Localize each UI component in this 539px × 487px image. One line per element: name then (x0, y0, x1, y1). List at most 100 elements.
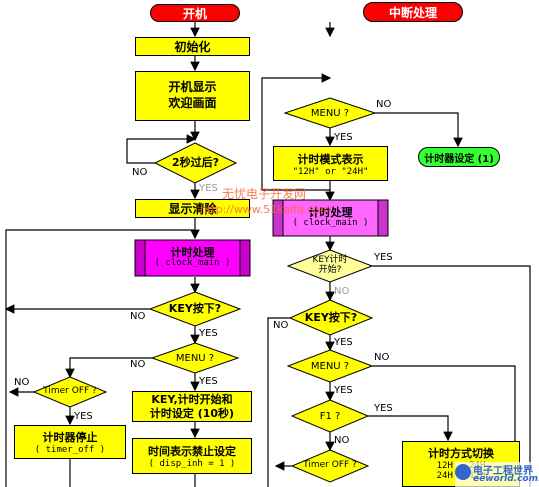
welcome-line2: 欢迎画面 (168, 96, 217, 110)
key-left-label: KEY按下? (168, 301, 222, 315)
flow-line (126, 134, 197, 164)
flow-line (375, 112, 463, 148)
key-start-line2: 计时设定 (10秒) (149, 406, 235, 420)
start-right-label: 中断处理 (388, 5, 437, 20)
f1-label: F1 ? (319, 410, 341, 422)
decision-key-right (288, 299, 374, 336)
timer-stop-title: 计时器停止 (42, 431, 98, 444)
decision-wait2s (153, 142, 238, 184)
eeworld-logo: 电子工程世界 eeworld.com.cn (455, 462, 539, 487)
no-label: NO (14, 377, 30, 388)
wait2s-text: 2秒过后? (155, 153, 236, 173)
yes-label: YES (199, 376, 218, 387)
no-label: NO (130, 311, 146, 322)
clock-left-title: 计时处理 (170, 246, 215, 259)
decision-menu-left (150, 342, 240, 374)
decision-key-left (148, 291, 242, 327)
flow-line (261, 73, 332, 191)
flow-line (368, 415, 453, 442)
start-left: 开机 (150, 4, 240, 22)
watermark-url: http://www.51kaifa.com (200, 203, 331, 216)
flow-line (267, 317, 290, 487)
timer-stop-box: 计时器停止 ( timer_off ) (14, 425, 126, 459)
wait2s-label: 2秒过后? (171, 155, 220, 169)
init-box: 初始化 (135, 37, 250, 56)
clock-process-right-edge (272, 199, 284, 237)
key-right-label: KEY按下? (304, 310, 358, 324)
flow-line (372, 265, 531, 487)
timer-off-left-label: Timer OFF ? (43, 386, 97, 397)
yes-label: YES (199, 328, 218, 339)
clock-right-title: 计时处理 (308, 206, 353, 219)
menu-left-text: MENU ? (152, 350, 238, 366)
no-label: NO (334, 286, 350, 297)
decision-timer-off-left (32, 376, 108, 408)
decision-timer-off-right (290, 449, 370, 483)
timer-off-right-label: Timer OFF ? (303, 460, 357, 471)
mode-display-box: 计时模式表示 "12H" or "24H" (273, 146, 388, 181)
flow-line (5, 229, 195, 487)
logo-globe-icon (455, 464, 471, 480)
key-timer-line2: 开始? (318, 265, 342, 275)
key-timer-text: KEY计时 开始? (292, 254, 368, 278)
decision-menu-right (283, 97, 377, 129)
welcome-box: 开机显示 欢迎画面 (135, 71, 250, 121)
timer-off-left-text: Timer OFF ? (34, 384, 106, 400)
no-label: NO (132, 167, 148, 178)
disp-inh-title: 时间表示禁止设定 (148, 445, 236, 458)
logo-text-en: eeworld.com.cn (473, 474, 539, 484)
start-left-label: 开机 (182, 6, 207, 21)
menu-right2-text: MENU ? (288, 358, 372, 374)
timer-set-node: 计时器设定 (1) (418, 147, 500, 167)
init-label: 初始化 (174, 40, 211, 54)
yes-label: YES (334, 337, 353, 348)
mode-switch-title: 计时方式切换 (428, 447, 494, 460)
mode-display-title: 计时模式表示 (297, 152, 364, 166)
clock-process-right-edge (377, 199, 389, 237)
logo-text-cn: 电子工程世界 (473, 466, 533, 477)
yes-label: YES (374, 403, 393, 414)
menu-right-label: MENU ? (310, 107, 350, 119)
watermark-title: 无忧电子开发网 (222, 187, 307, 201)
clock-process-left-edge (134, 239, 146, 277)
decision-menu-right2 (286, 349, 374, 383)
timer-stop-sub: ( timer_off ) (34, 445, 106, 455)
welcome-line1: 开机显示 (168, 80, 217, 95)
no-label: NO (273, 320, 289, 331)
timer-off-right-text: Timer OFF ? (292, 458, 368, 474)
no-label: NO (376, 99, 392, 110)
menu-left-label: MENU ? (175, 352, 215, 364)
menu-right-text: MENU ? (285, 105, 375, 121)
decision-f1 (290, 399, 370, 433)
f1-text: F1 ? (292, 408, 368, 424)
flow-line (65, 357, 152, 379)
yes-label: YES (334, 385, 353, 396)
disp-inh-box: 时间表示禁止设定 ( disp_inh = 1 ) (132, 438, 252, 474)
clear-box: 显示清除 (135, 199, 250, 218)
disp-inh-sub: ( disp_inh = 1 ) (148, 459, 236, 469)
key-start-box: KEY,计时开始和 计时设定 (10秒) (132, 391, 252, 422)
clear-label: 显示清除 (168, 202, 217, 216)
clock-process-left-frame (134, 239, 251, 277)
clock-right-sub: ( clock_main ) (292, 218, 369, 229)
clock-left-sub: ( clock_main ) (154, 258, 231, 269)
key-right-text: KEY按下? (290, 309, 372, 327)
decision-key-timer (286, 249, 374, 283)
key-left-text: KEY按下? (150, 300, 240, 318)
key-timer-line1: KEY计时 (312, 255, 348, 266)
menu-right2-label: MENU ? (310, 360, 350, 372)
start-right: 中断处理 (363, 2, 463, 22)
timer-set-label: 计时器设定 (1) (424, 153, 494, 165)
yes-label: YES (199, 183, 218, 194)
key-start-line1: KEY,计时开始和 (151, 393, 233, 407)
clock-left-text: 计时处理 ( clock_main ) (145, 240, 240, 276)
clock-process-left-edge (239, 239, 251, 277)
no-label: NO (374, 352, 390, 363)
clock-right-text: 计时处理 ( clock_main ) (283, 200, 378, 236)
yes-label: YES (374, 252, 393, 263)
yes-label: YES (74, 411, 93, 422)
no-label: NO (334, 435, 350, 446)
mode-display-sub: "12H" or "24H" (292, 166, 369, 177)
